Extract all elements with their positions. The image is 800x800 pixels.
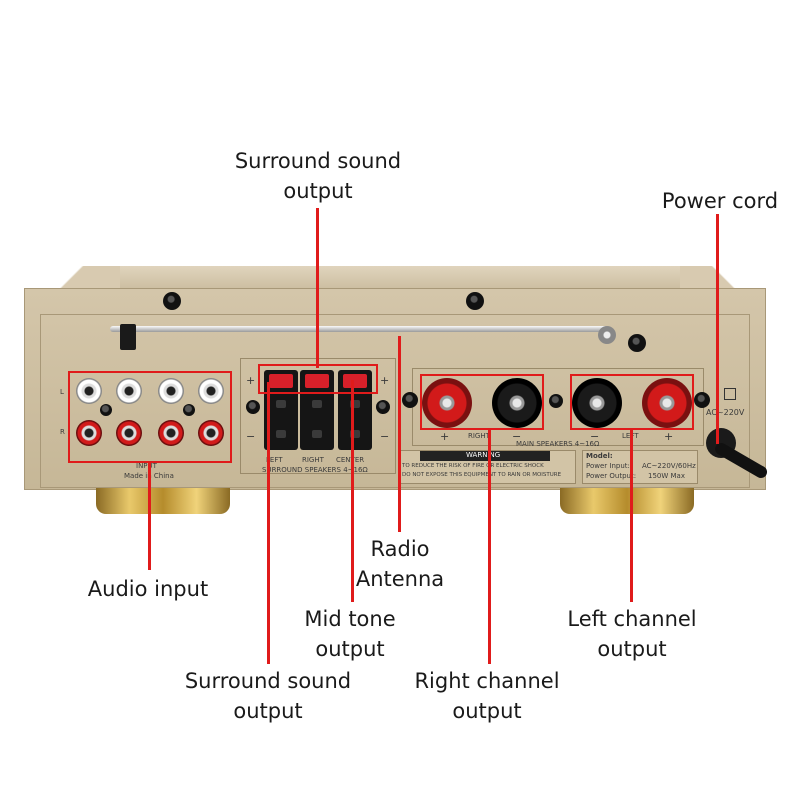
input-side-l: L [60, 388, 64, 396]
leader-audio-input [148, 462, 151, 570]
leader-surround-bottom [267, 382, 270, 664]
input-side-r: R [60, 428, 65, 436]
surround-right-terminal [300, 370, 334, 450]
right-plus-sign: + [440, 430, 450, 443]
leader-right-channel [488, 430, 491, 664]
right-channel-highlight [420, 374, 544, 430]
surround-left-label: LEFT [266, 456, 283, 464]
callout-mid-line2: output [315, 637, 385, 661]
leader-power-cord [716, 214, 719, 444]
screw-icon [246, 400, 260, 414]
warning-text-2: DO NOT EXPOSE THIS EQUIPMENT TO RAIN OR … [402, 472, 562, 478]
power-output-label: Power Output: [586, 472, 637, 480]
screw-icon [402, 392, 418, 408]
callout-mid-tone: Mid tone output [290, 604, 410, 664]
callout-surround-top-line1: Surround sound [234, 149, 402, 173]
left-channel-positive-terminal [642, 378, 692, 428]
warning-title: WARNING [466, 451, 501, 459]
leader-mid-tone [351, 380, 354, 602]
callout-right-ch-line1: Right channel [414, 669, 560, 693]
callout-surround-top-line2: output [283, 179, 353, 203]
amplifier-inner-panel [40, 314, 750, 488]
callout-right-ch-line2: output [452, 699, 522, 723]
callout-surround-bottom-line2: output [233, 699, 303, 723]
model-plate [582, 450, 698, 484]
rca-jack-white [76, 378, 102, 404]
surround-center-terminal [338, 370, 372, 450]
double-insulation-icon [724, 388, 736, 400]
screw-icon [100, 404, 112, 416]
surround-minus-right: − [380, 430, 390, 443]
screw-icon [183, 404, 195, 416]
right-minus-sign: − [512, 430, 522, 443]
rca-jack-red [198, 420, 224, 446]
amplifier-lid-right-bevel [680, 266, 766, 290]
callout-left-ch-line2: output [597, 637, 667, 661]
rca-jack-red [116, 420, 142, 446]
leader-radio-antenna [398, 336, 401, 532]
warning-banner [420, 451, 550, 461]
amplifier-lid-left-bevel [24, 266, 120, 290]
callout-power-cord-text: Power cord [661, 189, 779, 213]
callout-right-channel: Right channel output [404, 666, 570, 726]
amplifier-top-lid [110, 266, 690, 288]
callout-radio-line1: Radio [370, 537, 430, 561]
screw-icon [466, 292, 484, 310]
screw-icon [694, 392, 710, 408]
surround-speakers-label: SURROUND SPEAKERS 4~16Ω [262, 466, 368, 474]
surround-right-label: RIGHT [302, 456, 324, 464]
radio-antenna-rod [110, 326, 610, 332]
right-foot [560, 488, 694, 514]
left-plus-sign: + [664, 430, 674, 443]
power-input-label: Power Input: [586, 462, 630, 470]
surround-terminals-highlight [258, 364, 378, 394]
left-channel-negative-terminal [572, 378, 622, 428]
audio-input-highlight [68, 371, 232, 463]
leader-left-channel [630, 430, 633, 602]
callout-radio-antenna: Radio Antenna [340, 534, 460, 594]
screw-icon [549, 394, 563, 408]
surround-center-label: CENTER [336, 456, 364, 464]
surround-plus-left: + [246, 374, 256, 387]
callout-left-ch-line1: Left channel [567, 607, 697, 631]
power-input-value: AC~220V/60Hz [642, 462, 696, 470]
left-minus-sign: − [590, 430, 600, 443]
screw-icon [163, 292, 181, 310]
callout-surround-bottom-line1: Surround sound [184, 669, 352, 693]
rca-jack-red [158, 420, 184, 446]
rca-jack-white [116, 378, 142, 404]
screw-icon [628, 334, 646, 352]
screw-icon [376, 400, 390, 414]
left-foot [96, 488, 230, 514]
callout-surround-top: Surround sound output [220, 146, 416, 206]
surround-plus-right: + [380, 374, 390, 387]
right-small-label: RIGHT [468, 432, 490, 440]
right-channel-negative-terminal [492, 378, 542, 428]
model-label: Model: [586, 452, 613, 460]
callout-radio-line2: Antenna [355, 567, 445, 591]
surround-minus-left: − [246, 430, 256, 443]
rca-jack-white [158, 378, 184, 404]
radio-antenna-base [120, 324, 136, 350]
rca-jack-white [198, 378, 224, 404]
warning-text-1: TO REDUCE THE RISK OF FIRE OR ELECTRIC S… [402, 463, 544, 469]
callout-audio-input: Audio input [70, 574, 226, 604]
ac-voltage-label: AC~220V [706, 408, 745, 417]
callout-audio-input-text: Audio input [87, 577, 209, 601]
callout-mid-line1: Mid tone [304, 607, 396, 631]
main-speakers-label: MAIN SPEAKERS 4~16Ω [516, 440, 600, 448]
power-output-value: 150W Max [648, 472, 685, 480]
callout-left-channel: Left channel output [552, 604, 712, 664]
left-channel-highlight [570, 374, 694, 430]
leader-surround-top [316, 208, 319, 368]
input-label: INPUT [136, 462, 157, 470]
radio-antenna-tip [598, 326, 616, 344]
rca-jack-red [76, 420, 102, 446]
right-channel-positive-terminal [422, 378, 472, 428]
callout-power-cord: Power cord [650, 186, 790, 216]
callout-surround-bottom: Surround sound output [170, 666, 366, 726]
